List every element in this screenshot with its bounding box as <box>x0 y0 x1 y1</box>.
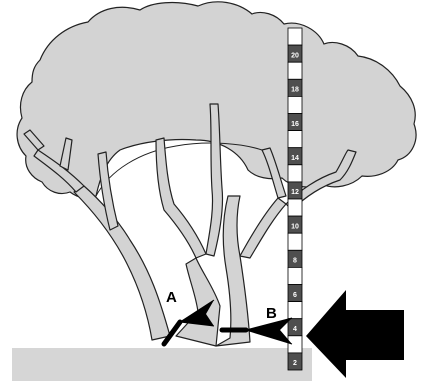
label-b: B <box>266 305 277 322</box>
pole-tick-label: 4 <box>293 326 297 333</box>
pole-segment <box>288 233 302 250</box>
pole-tick-label: 8 <box>293 258 297 265</box>
pole-segment <box>288 267 302 284</box>
label-a: A <box>166 289 177 306</box>
pole-tick-label: 18 <box>291 87 299 94</box>
pole-segment <box>288 62 302 79</box>
pole-segment <box>288 165 302 182</box>
pole-segment <box>288 336 302 353</box>
pole-tick-label: 16 <box>291 121 299 128</box>
pole-tick-label: 20 <box>291 52 299 59</box>
pole-segment <box>288 96 302 113</box>
big-arrow <box>306 290 404 378</box>
pole-segment <box>288 28 302 45</box>
pole-segment <box>288 131 302 148</box>
pole-segment <box>288 199 302 216</box>
pole-segment <box>288 302 302 319</box>
pole-tick-label: 6 <box>293 292 297 299</box>
pole-tick-label: 14 <box>291 155 299 162</box>
pole-tick-label: 10 <box>291 223 299 230</box>
pole-tick-label: 2 <box>293 360 297 367</box>
ground <box>12 348 312 381</box>
pole-tick-label: 12 <box>291 189 299 196</box>
